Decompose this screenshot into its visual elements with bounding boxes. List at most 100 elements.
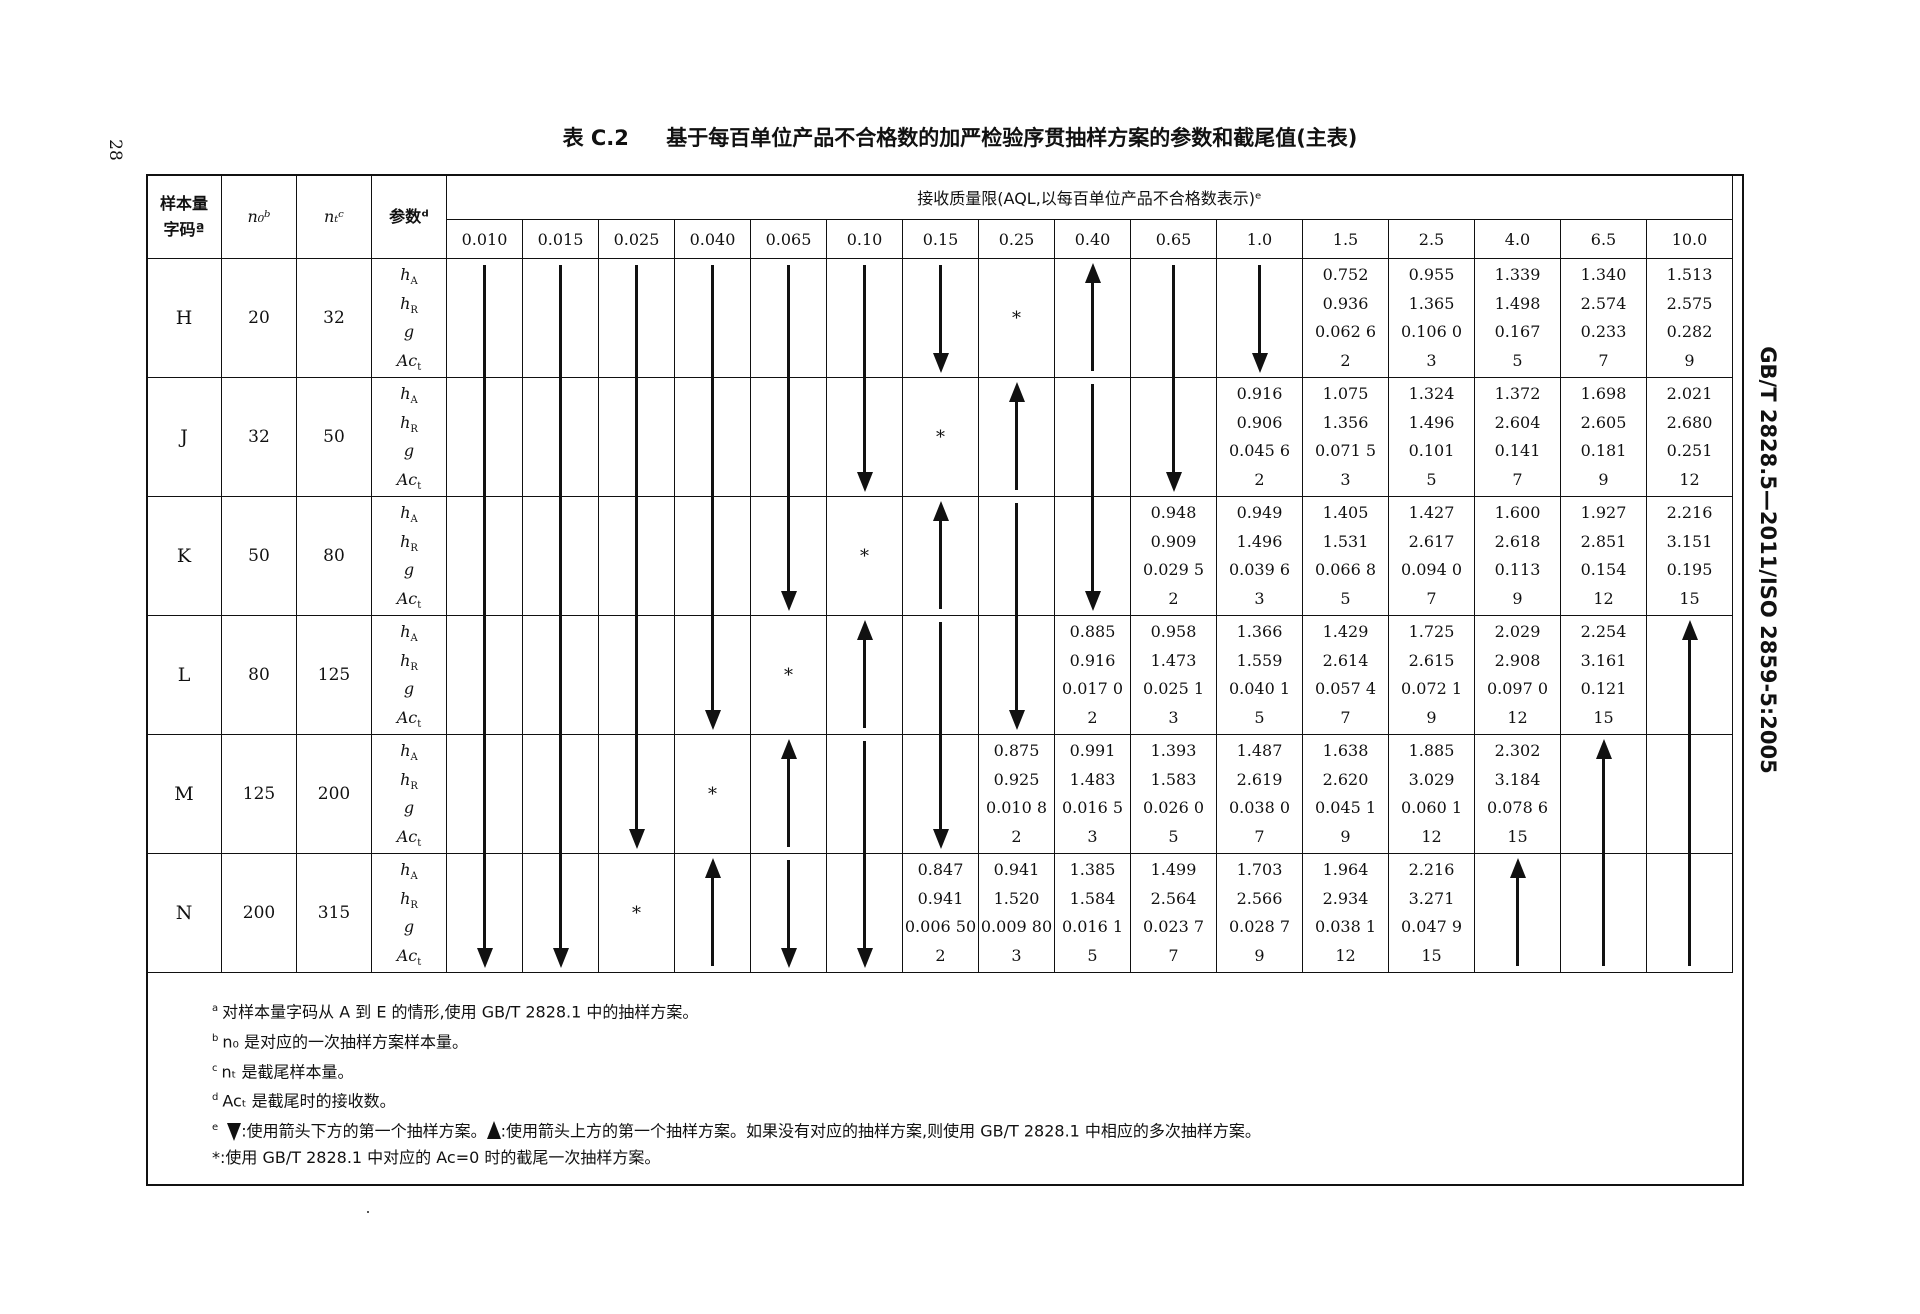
- nt-value: 32: [296, 258, 372, 378]
- n0-value: 80: [221, 615, 297, 735]
- value-hA: 0.949: [1236, 503, 1283, 522]
- arrow-head: [932, 829, 949, 849]
- value-Act: 2: [1168, 588, 1179, 608]
- arrow-head: [856, 472, 873, 492]
- value-Act: 9: [1340, 826, 1351, 846]
- arrow-shaft: [483, 376, 486, 498]
- aql-header-cell: 0.065: [750, 219, 827, 259]
- arrow-down-icon: [751, 854, 826, 972]
- arrow-head: [1509, 858, 1526, 878]
- value-hA: 1.372: [1494, 384, 1541, 403]
- value-hA: 1.339: [1494, 265, 1541, 284]
- speck: [367, 1211, 369, 1213]
- value-hR: 1.531: [1322, 531, 1369, 551]
- value-Act: 9: [1512, 588, 1523, 608]
- value-Act: 3: [1087, 826, 1098, 846]
- arrow-down-cell: [446, 852, 523, 973]
- arrow-down-icon: [599, 733, 674, 853]
- arrow-down-icon: [827, 735, 902, 855]
- value-Act: 15: [1421, 945, 1442, 965]
- value-g: 0.106 0: [1400, 322, 1463, 341]
- arrow-up-icon: [903, 497, 978, 615]
- sample-size-code: H: [146, 258, 222, 378]
- arrow-down-cell: [902, 258, 979, 378]
- arrow-head: [856, 948, 873, 968]
- nt-value: 80: [296, 496, 372, 616]
- value-g: 0.026 0: [1142, 798, 1205, 817]
- value-hA: 1.487: [1236, 741, 1283, 760]
- value-hA: 0.916: [1236, 384, 1283, 403]
- arrow-shaft: [711, 876, 714, 966]
- arrow-down-icon: [447, 376, 522, 498]
- arrow-down-icon: [1131, 259, 1216, 379]
- header-aql-title: 接收质量限(AQL,以每百单位产品不合格数表示)ᵉ: [446, 174, 1733, 220]
- value-hA: 1.429: [1322, 622, 1369, 641]
- value-hA: 1.499: [1150, 860, 1197, 879]
- aql-header-cell: 0.65: [1130, 219, 1217, 259]
- value-Act: 15: [1679, 588, 1700, 608]
- nt-value: 315: [296, 853, 372, 973]
- star-cell: *: [750, 615, 827, 735]
- value-g: 0.167: [1494, 322, 1541, 341]
- value-hR: 1.496: [1408, 412, 1455, 432]
- arrow-shaft: [787, 376, 790, 498]
- value-hA: 1.366: [1236, 622, 1283, 641]
- aql-header-cell: 1.0: [1216, 219, 1303, 259]
- arrow-down-cell: [978, 614, 1055, 735]
- arrow-shaft: [483, 733, 486, 855]
- arrow-down-cell: [902, 733, 979, 854]
- footnote-mark: e: [212, 1122, 219, 1134]
- arrow-shaft: [1688, 852, 1691, 966]
- arrow-down-cell: [446, 258, 523, 379]
- value-Act: 3: [1011, 945, 1022, 965]
- arrow-up-icon: [1647, 616, 1732, 736]
- arrow-down-cell: [522, 852, 599, 973]
- arrow-up-icon: [1055, 259, 1130, 377]
- value-g: 0.047 9: [1400, 917, 1463, 936]
- value-hR: 3.271: [1408, 888, 1455, 908]
- value-hR: 0.941: [917, 888, 964, 908]
- arrow-up-cell: [1560, 734, 1647, 855]
- aql-header-cell: 0.10: [826, 219, 903, 259]
- arrow-down-icon: [523, 733, 598, 855]
- arrow-down-icon: [827, 259, 902, 379]
- arrow-down-icon: [599, 495, 674, 617]
- arrow-down-cell: [522, 614, 599, 736]
- value-Act: 12: [1507, 707, 1528, 727]
- header-param: 参数ᵈ: [371, 174, 447, 259]
- value-g: 0.251: [1666, 441, 1713, 460]
- arrow-down-icon: [447, 259, 522, 379]
- value-g: 0.060 1: [1400, 798, 1463, 817]
- value-hR: 3.184: [1494, 769, 1541, 789]
- arrow-down-icon: [523, 376, 598, 498]
- star-mark: *: [1012, 307, 1021, 329]
- value-hR: 1.498: [1494, 293, 1541, 313]
- value-Act: 2: [1087, 707, 1098, 727]
- star-mark: *: [860, 545, 869, 567]
- arrow-shaft: [787, 860, 790, 950]
- value-hA: 1.885: [1408, 741, 1455, 760]
- value-hA: 1.513: [1666, 265, 1713, 284]
- value-Act: 9: [1254, 945, 1265, 965]
- star-mark: *: [632, 902, 641, 924]
- arrow-down-icon: [523, 852, 598, 972]
- footnote-a-text: 对样本量字码从 A 到 E 的情形,使用 GB/T 2828.1 中的抽样方案。: [222, 1002, 699, 1022]
- arrow-shaft: [1688, 638, 1691, 736]
- arrow-up-icon: [979, 378, 1054, 496]
- arrow-down-icon: [903, 259, 978, 377]
- value-hA: 1.600: [1494, 503, 1541, 522]
- arrow-shaft: [863, 852, 866, 950]
- arrow-up-cell: [1646, 733, 1733, 855]
